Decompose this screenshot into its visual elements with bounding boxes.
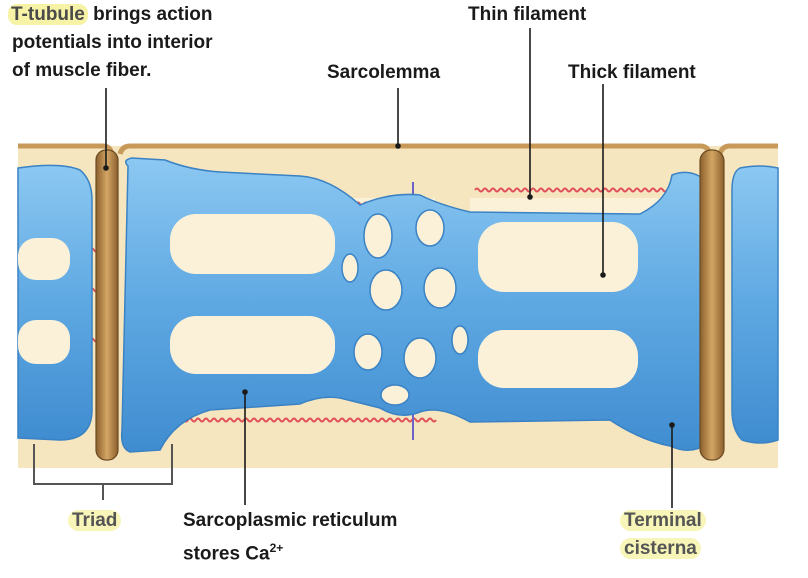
terminal-text: Terminal xyxy=(620,510,706,531)
thin-filament xyxy=(179,417,437,423)
triad-bracket xyxy=(33,444,173,500)
sarcoplasmic-reticulum-right xyxy=(731,165,779,444)
sr-stores-text: stores Ca xyxy=(183,543,270,565)
sr-left-openings xyxy=(18,238,70,364)
thick-filament-label: Thick filament xyxy=(568,62,696,83)
sarcoplasmic-reticulum-label-line1: Sarcoplasmic reticulum xyxy=(183,510,398,531)
calcium-superscript: 2+ xyxy=(269,541,284,555)
t-tubule-description-line1: brings action xyxy=(93,4,213,25)
t-tubule-label: T-tubule brings action xyxy=(8,2,212,27)
sarcolemma-label: Sarcolemma xyxy=(327,62,441,83)
sr-openings xyxy=(170,214,638,388)
triad-label: Triad xyxy=(68,508,122,533)
thin-filament-label: Thin filament xyxy=(468,4,587,25)
sarcoplasmic-reticulum-label-line2: stores Ca2+ xyxy=(183,536,283,566)
thin-filament xyxy=(474,187,668,193)
sr-network xyxy=(341,209,469,406)
t-tubule-right xyxy=(699,149,725,461)
t-tubule-left xyxy=(95,149,119,461)
triad-label-text: Triad xyxy=(68,510,122,531)
t-tubule-term: T-tubule xyxy=(8,4,88,25)
t-tubule-description-line3: of muscle fiber. xyxy=(12,60,152,81)
cisterna-text: cisterna xyxy=(620,538,701,559)
sarcoplasmic-reticulum-left xyxy=(17,164,93,441)
terminal-cisterna-label-line1: Terminal xyxy=(620,508,706,533)
leader-lines xyxy=(103,28,675,508)
terminal-cisterna-label-line2: cisterna xyxy=(620,536,701,561)
t-tubule-description-line2: potentials into interior xyxy=(12,32,213,53)
